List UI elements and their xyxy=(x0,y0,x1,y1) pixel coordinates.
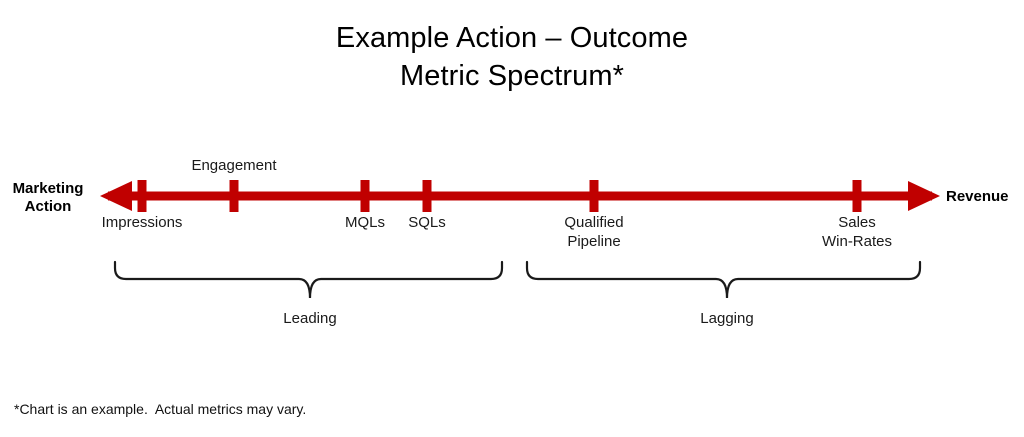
axis-tick-mark xyxy=(360,180,370,212)
braces-group xyxy=(113,260,922,299)
group-brace xyxy=(113,260,504,299)
tick-marks-group xyxy=(137,180,862,212)
footnote: *Chart is an example. Actual metrics may… xyxy=(14,401,307,417)
group-label: Lagging xyxy=(700,310,754,327)
title-line-1: Example Action – Outcome xyxy=(335,22,689,54)
axis-tick-mark xyxy=(137,180,147,212)
metric-label: Qualified Pipeline xyxy=(564,214,624,250)
group-label: Leading xyxy=(283,310,337,327)
axis-start-label: Marketing Action xyxy=(12,180,84,216)
arrowhead-left-icon xyxy=(100,181,132,211)
axis-tick-mark xyxy=(589,180,599,212)
axis-arrow-group xyxy=(100,181,940,211)
page-title: Example Action – Outcome Metric Spectrum… xyxy=(0,20,1024,95)
axis-tick-mark xyxy=(852,180,862,212)
arrowhead-right-icon xyxy=(908,181,940,211)
title-line-2: Metric Spectrum* xyxy=(400,59,624,92)
metric-label: SQLs xyxy=(408,214,446,231)
axis-tick-mark xyxy=(422,180,432,212)
metric-label: Impressions xyxy=(101,214,183,231)
metric-label: Engagement xyxy=(191,157,277,174)
group-brace xyxy=(525,260,922,299)
metric-label: MQLs xyxy=(344,214,385,231)
axis-tick-mark xyxy=(229,180,239,212)
axis-end-label: Revenue xyxy=(946,188,1009,205)
metric-label: Sales Win-Rates xyxy=(821,214,892,250)
